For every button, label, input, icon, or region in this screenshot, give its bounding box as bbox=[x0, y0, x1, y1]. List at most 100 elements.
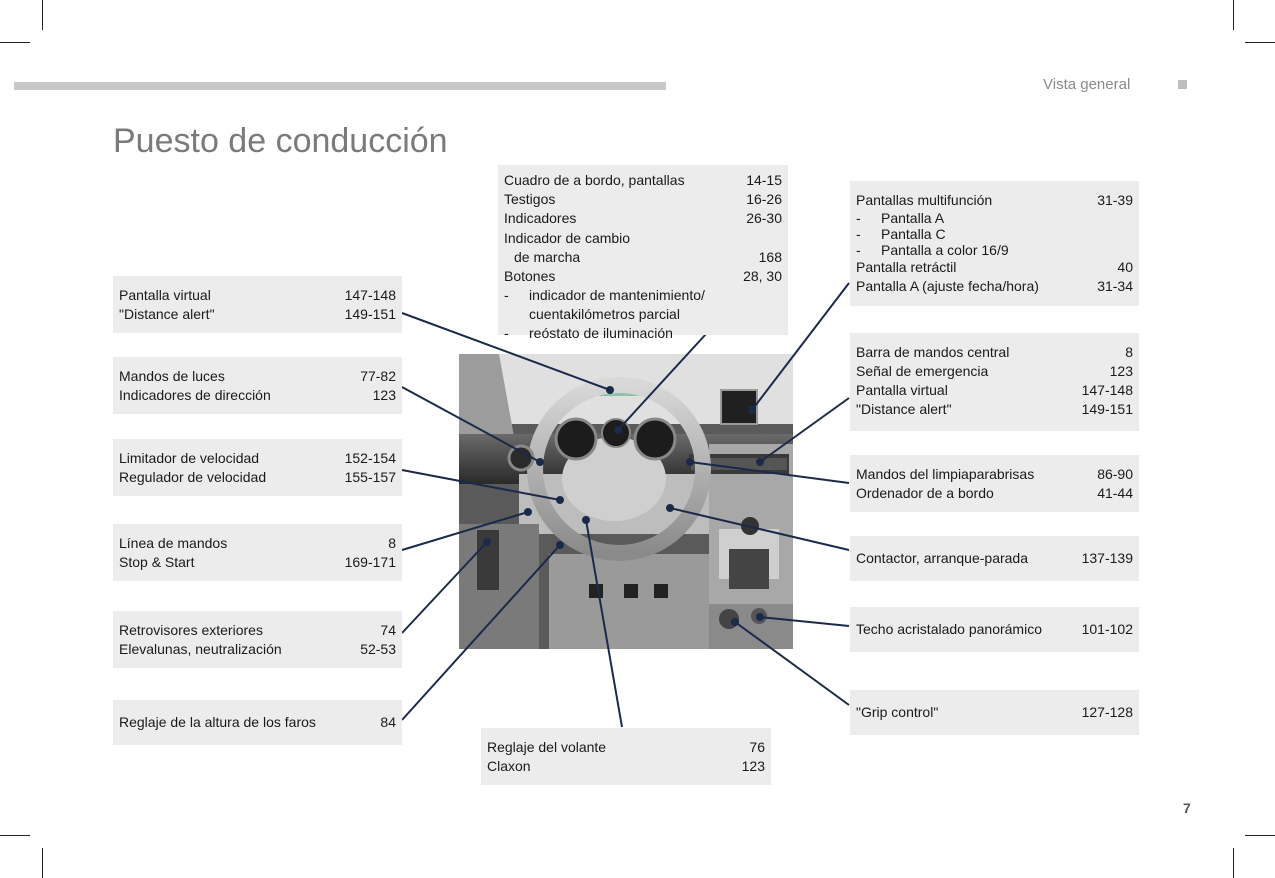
callout-barra-de-mandos: Barra de mandos central 8 Señal de emerge… bbox=[850, 333, 1139, 431]
callout-row: "Distance alert" 149-151 bbox=[856, 400, 1133, 419]
page-reference: 86-90 bbox=[1097, 466, 1133, 482]
sub-item: -reóstato de iluminación bbox=[504, 324, 782, 343]
page-reference: 28, 30 bbox=[743, 268, 782, 284]
page-reference: 127-128 bbox=[1081, 704, 1133, 720]
page-reference: 149-151 bbox=[1081, 401, 1133, 417]
row-label: Indicadores bbox=[504, 210, 577, 226]
page-title: Puesto de conducción bbox=[113, 122, 448, 160]
page-reference: 168 bbox=[758, 249, 782, 265]
sub-item-label: Pantalla a color 16/9 bbox=[881, 242, 1009, 258]
bullet-dash: - bbox=[856, 210, 861, 226]
row-label: Stop & Start bbox=[119, 554, 195, 570]
crop-mark bbox=[0, 42, 30, 43]
row-label: Indicadores de dirección bbox=[119, 387, 271, 403]
callout-row: Botones 28, 30 bbox=[504, 267, 782, 286]
callout-limitador-de-velocidad: Limitador de velocidad 152-154 Regulador … bbox=[113, 439, 402, 496]
callout-row: Pantallas multifunción 31-39 bbox=[856, 191, 1133, 210]
page-reference: 26-30 bbox=[746, 210, 782, 226]
row-label: Pantalla virtual bbox=[856, 382, 948, 398]
page-reference: 137-139 bbox=[1081, 550, 1133, 566]
page-reference: 84 bbox=[380, 714, 396, 730]
row-label: Retrovisores exteriores bbox=[119, 622, 263, 638]
crop-mark bbox=[1233, 0, 1234, 30]
callout-row: Mandos del limpiaparabrisas 86-90 bbox=[856, 465, 1133, 484]
row-label: Pantalla A (ajuste fecha/hora) bbox=[856, 278, 1039, 294]
callout-row: Mandos de luces 77-82 bbox=[119, 367, 396, 386]
page-reference: 77-82 bbox=[360, 368, 396, 384]
row-label: Pantallas multifunción bbox=[856, 192, 993, 208]
section-title: Vista general bbox=[1043, 76, 1131, 93]
row-label: Ordenador de a bordo bbox=[856, 485, 994, 501]
row-label: "Grip control" bbox=[856, 704, 939, 720]
page-reference: 41-44 bbox=[1097, 485, 1133, 501]
callout-row: Cuadro de a bordo, pantallas 14-15 bbox=[504, 171, 782, 190]
callout-row: Barra de mandos central 8 bbox=[856, 343, 1133, 362]
crop-mark bbox=[42, 848, 43, 878]
row-label: "Distance alert" bbox=[856, 401, 952, 417]
bullet-dash: - bbox=[504, 287, 509, 303]
row-label: Claxon bbox=[487, 758, 531, 774]
row-label: Señal de emergencia bbox=[856, 363, 989, 379]
page-reference: 40 bbox=[1117, 259, 1133, 275]
crop-mark bbox=[42, 0, 43, 30]
bullet-dash: - bbox=[856, 226, 861, 242]
page-reference: 155-157 bbox=[344, 469, 396, 485]
bullet-dash: - bbox=[504, 325, 509, 341]
callout-row: Indicadores 26-30 bbox=[504, 209, 782, 228]
sub-item: -indicador de mantenimiento/ bbox=[504, 286, 782, 305]
page-reference: 14-15 bbox=[746, 172, 782, 188]
row-label: Barra de mandos central bbox=[856, 344, 1010, 360]
row-label: Elevalunas, neutralización bbox=[119, 641, 282, 657]
callout-limpiaparabrisas: Mandos del limpiaparabrisas 86-90 Ordenad… bbox=[850, 455, 1139, 512]
row-label: Pantalla retráctil bbox=[856, 259, 957, 275]
row-label: Limitador de velocidad bbox=[119, 450, 260, 466]
page-reference: 31-34 bbox=[1097, 278, 1133, 294]
dashboard-image bbox=[459, 354, 793, 649]
sub-item: - Pantalla C bbox=[856, 226, 1133, 242]
sub-item-continuation: cuentakilómetros parcial bbox=[529, 306, 680, 322]
header-bar bbox=[14, 82, 666, 90]
row-label: Techo acristalado panorámico bbox=[856, 621, 1042, 637]
row-label: Pantalla virtual bbox=[119, 287, 211, 303]
callout-mandos-de-luces: Mandos de luces 77-82 Indicadores de dire… bbox=[113, 357, 402, 414]
row-label: Mandos de luces bbox=[119, 368, 225, 384]
page-reference: 31-39 bbox=[1097, 192, 1133, 208]
row-label: Botones bbox=[504, 268, 556, 284]
row-label: "Distance alert" bbox=[119, 306, 215, 322]
page-reference: 123 bbox=[741, 758, 765, 774]
section-marker bbox=[1178, 80, 1187, 89]
callout-grip-control: "Grip control" 127-128 bbox=[850, 690, 1139, 735]
page-reference: 52-53 bbox=[360, 641, 396, 657]
page-reference: 152-154 bbox=[344, 450, 396, 466]
crop-mark bbox=[1233, 848, 1234, 878]
row-label: Mandos del limpiaparabrisas bbox=[856, 466, 1035, 482]
callout-row: Ordenador de a bordo 41-44 bbox=[856, 484, 1133, 503]
page-number: 7 bbox=[1183, 800, 1191, 816]
row-label: Indicador de cambio bbox=[504, 230, 631, 246]
sub-item-label: Pantalla C bbox=[881, 226, 946, 242]
crop-mark bbox=[1245, 42, 1275, 43]
page-reference: 8 bbox=[1125, 344, 1133, 360]
bullet-dash: - bbox=[856, 242, 861, 258]
row-label: Regulador de velocidad bbox=[119, 469, 267, 485]
callout-row: Pantalla A (ajuste fecha/hora) 31-34 bbox=[856, 277, 1133, 296]
callout-row: Claxon 123 bbox=[487, 757, 765, 776]
row-label: Cuadro de a bordo, pantallas bbox=[504, 172, 685, 188]
callout-pantallas-multifuncion: Pantallas multifunción 31-39 - Pantalla A … bbox=[850, 181, 1139, 306]
callout-row: Pantalla retráctil 40 bbox=[856, 258, 1133, 277]
crop-mark bbox=[0, 835, 30, 836]
page-reference: 101-102 bbox=[1081, 621, 1133, 637]
sub-item-label: Pantalla A bbox=[881, 210, 945, 226]
callout-row: Techo acristalado panorámico 101-102 bbox=[856, 620, 1133, 639]
